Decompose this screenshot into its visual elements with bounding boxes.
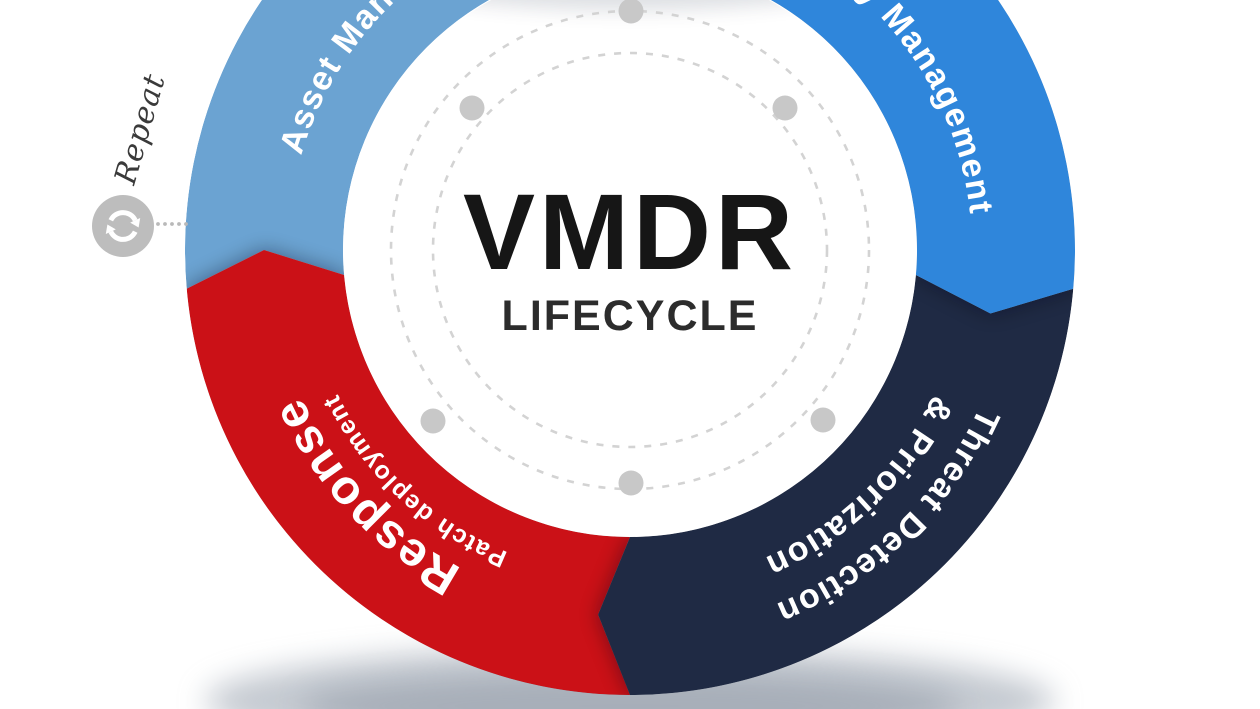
ring-dot — [420, 408, 446, 434]
ring-dot — [618, 470, 644, 496]
page-subtitle: LIFECYCLE — [502, 292, 759, 340]
repeat-badge — [92, 195, 154, 257]
repeat-marker: Repeat — [92, 70, 188, 257]
ring-dot — [459, 95, 485, 121]
repeat-dotted-connector — [156, 222, 188, 226]
ring-dot — [618, 0, 644, 24]
repeat-label: Repeat — [108, 70, 173, 189]
dashed-circle-inner — [431, 51, 829, 449]
ring-dot — [810, 407, 836, 433]
ring-dot — [772, 95, 798, 121]
page-title: VMDR — [463, 171, 797, 292]
inner-dashed-rings — [389, 0, 871, 496]
circular-arrows-icon — [105, 210, 141, 242]
